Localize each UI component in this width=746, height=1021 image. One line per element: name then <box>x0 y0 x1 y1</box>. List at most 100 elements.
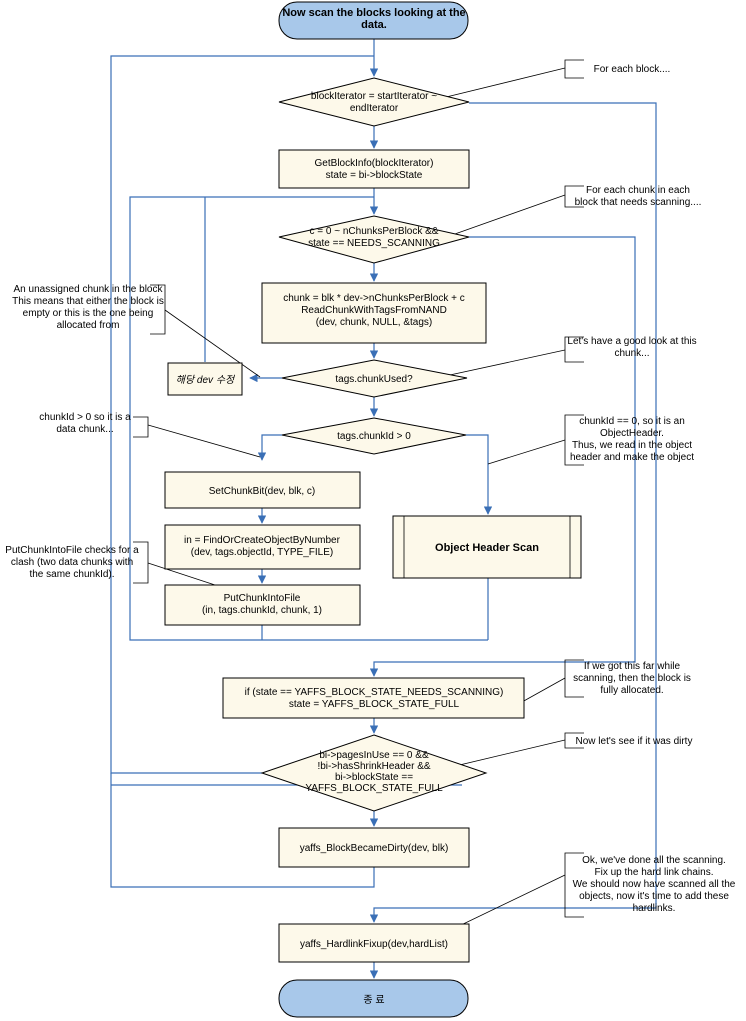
chunk-used-decision <box>281 359 468 398</box>
text-line: Now let's see if it was dirty <box>576 736 693 747</box>
text-line: c = 0 ~ nChunksPerBlock && <box>310 226 439 237</box>
put-chunk-label: PutChunkIntoFile(in, tags.chunkId, chunk… <box>202 593 322 616</box>
block-loop-label: blockIterator = startIterator ~endIterat… <box>311 91 437 114</box>
text-line: 종 료 <box>363 994 384 1006</box>
text-line: the same chunkId). <box>29 569 114 580</box>
text-line: tags.chunkUsed? <box>335 374 413 385</box>
text-line: state == NEEDS_SCANNING <box>308 238 440 249</box>
note-brackets <box>133 59 584 918</box>
find-create-label: in = FindOrCreateObjectByNumber(dev, tag… <box>184 535 341 558</box>
text-line: Now scan the blocks looking at the <box>282 7 465 19</box>
chunk-used-label: tags.chunkUsed? <box>335 374 413 385</box>
text-line: tags.chunkId > 0 <box>337 431 411 442</box>
text-line: PutChunkIntoFile checks for a <box>5 545 139 556</box>
set-chunk-bit-box <box>164 471 361 509</box>
text-line: objects, now it's time to add these <box>579 891 729 902</box>
text-line: header and make the object <box>570 452 694 463</box>
text-line: For each block.... <box>594 64 671 75</box>
text-line: in = FindOrCreateObjectByNumber <box>184 535 341 546</box>
hardlink-fixup-box <box>278 923 470 963</box>
text-line: fully allocated. <box>600 685 663 696</box>
for-each-block-note: For each block.... <box>594 64 671 75</box>
dirty-note: Now let's see if it was dirty <box>576 736 693 747</box>
text-line: data chunk... <box>56 424 113 435</box>
find-create-box <box>164 524 361 570</box>
get-block-info-label: GetBlockInfo(blockIterator)state = bi->b… <box>315 158 434 181</box>
text-line: PutChunkIntoFile <box>224 593 301 604</box>
set-chunk-bit-label: SetChunkBit(dev, blk, c) <box>209 486 316 497</box>
fix-dev-box <box>167 362 243 396</box>
text-line: empty or this is the one being <box>23 308 154 319</box>
chunk-id-check-label: tags.chunkId > 0 <box>337 431 411 442</box>
text-line: if (state == YAFFS_BLOCK_STATE_NEEDS_SCA… <box>245 687 504 698</box>
text-line: allocated from <box>57 320 120 331</box>
text-line: data. <box>361 19 387 31</box>
hardlinks-note: Ok, we've done all the scanning.Fix up t… <box>573 855 736 914</box>
object-header-scan-box <box>392 515 582 579</box>
shapes <box>164 1 582 1018</box>
dirty-check-decision <box>260 734 488 812</box>
text-line: hardlinks. <box>633 903 676 914</box>
text-line: scanning, then the block is <box>573 673 691 684</box>
get-block-info-box <box>278 149 470 189</box>
text-line: state = bi->blockState <box>326 170 423 181</box>
note-callout-lines <box>147 67 566 941</box>
text-line: (dev, chunk, NULL, &tags) <box>316 317 433 328</box>
text-line: An unassigned chunk in the block <box>14 284 164 295</box>
start-terminal <box>278 1 469 40</box>
text-line: ReadChunkWithTagsFromNAND <box>301 305 447 316</box>
text-line: state = YAFFS_BLOCK_STATE_FULL <box>289 699 460 710</box>
block-became-dirty-box <box>278 827 470 868</box>
hardlink-fixup-label: yaffs_HardlinkFixup(dev,hardList) <box>300 939 448 950</box>
text-line: ObjectHeader. <box>600 428 664 439</box>
text-line: 해당 dev 수정 <box>176 374 236 386</box>
object-header-scan-label: Object Header Scan <box>435 542 539 554</box>
text-line: This means that either the block is <box>12 296 164 307</box>
block-became-dirty-label: yaffs_BlockBecameDirty(dev, blk) <box>300 843 449 854</box>
text-line: Thus, we read in the object <box>572 440 692 451</box>
text-line: bi->blockState == <box>335 772 413 783</box>
dirty-check-label: bi->pagesInUse == 0 &&!bi->hasShrinkHead… <box>305 750 443 794</box>
put-chunk-box <box>164 584 361 626</box>
fix-dev-label: 해당 dev 수정 <box>176 374 236 386</box>
chunk-loop-label: c = 0 ~ nChunksPerBlock &&state == NEEDS… <box>308 226 440 249</box>
text-line: We should now have scanned all the <box>573 879 736 890</box>
text-line: If we got this far while <box>584 661 681 672</box>
text-line: chunkId > 0 so it is a <box>39 412 131 423</box>
text-line: Let's have a good look at this <box>567 336 696 347</box>
text-line: yaffs_BlockBecameDirty(dev, blk) <box>300 843 449 854</box>
text-line: For each chunk in each <box>586 185 690 196</box>
text-line: endIterator <box>350 103 399 114</box>
text-line: Ok, we've done all the scanning. <box>582 855 726 866</box>
text-line: (in, tags.chunkId, chunk, 1) <box>202 605 322 616</box>
text-line: bi->pagesInUse == 0 && <box>319 750 429 761</box>
text-line: chunk = blk * dev->nChunksPerBlock + c <box>283 293 464 304</box>
chunk-id-decision <box>281 417 467 455</box>
end-label: 종 료 <box>363 994 384 1006</box>
text-line: chunkId == 0, so it is an <box>579 416 685 427</box>
text-line: clash (two data chunks with <box>11 557 133 568</box>
text-line: SetChunkBit(dev, blk, c) <box>209 486 316 497</box>
block-loop-decision <box>278 77 470 127</box>
text-line: yaffs_HardlinkFixup(dev,hardList) <box>300 939 448 950</box>
text-line: !bi->hasShrinkHeader && <box>317 761 430 772</box>
text-line: chunk... <box>614 348 649 359</box>
chunk-loop-decision <box>278 215 470 264</box>
read-chunk-box <box>261 282 487 344</box>
set-state-full-label: if (state == YAFFS_BLOCK_STATE_NEEDS_SCA… <box>245 687 504 710</box>
set-state-full-box <box>222 677 525 719</box>
text-line: block that needs scanning.... <box>575 197 702 208</box>
text-line: GetBlockInfo(blockIterator) <box>315 158 434 169</box>
end-terminal <box>278 979 469 1018</box>
